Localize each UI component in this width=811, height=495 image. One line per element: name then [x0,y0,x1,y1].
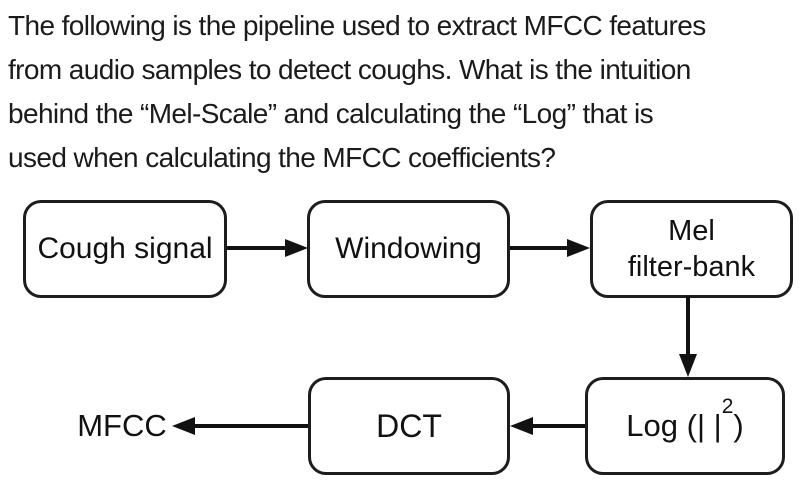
node-windowing-label: Windowing [335,232,482,265]
question-text: The following is the pipeline used to ex… [8,4,806,180]
arrow-windowing-to-mel-line [510,246,569,250]
mfcc-output-label: MFCC [77,408,167,443]
arrow-mel-to-log-line [686,296,690,355]
log-superscript: 2 [721,394,734,418]
node-mel-filter-bank: Mel filter-bank [590,200,793,298]
node-windowing: Windowing [307,200,510,298]
arrow-cough-to-windowing-line [227,246,287,250]
arrow-left-icon [172,417,195,435]
node-log-label: Log (| |2) [626,394,744,443]
node-mel-label-line1: Mel [668,215,715,247]
arrow-right-icon [567,239,590,257]
arrow-left-icon [510,417,533,435]
node-dct: DCT [308,377,510,475]
question-line-3: behind the “Mel-Scale” and calculating t… [8,98,654,129]
node-cough-signal-label: Cough signal [37,232,213,265]
arrow-log-to-dct-line [533,424,585,428]
arrow-dct-to-mfcc-line [193,424,308,428]
question-line-2: from audio samples to detect coughs. Wha… [8,54,691,85]
node-dct-label: DCT [376,408,442,444]
question-line-1: The following is the pipeline used to ex… [8,10,706,41]
node-log-power: Log (| |2) [585,377,785,475]
question-line-4: used when calculating the MFCC coefficie… [8,142,556,173]
node-cough-signal: Cough signal [23,200,227,298]
node-mel-label-line2: filter-bank [627,251,756,283]
arrow-right-icon [285,239,308,257]
arrow-down-icon [679,354,697,377]
